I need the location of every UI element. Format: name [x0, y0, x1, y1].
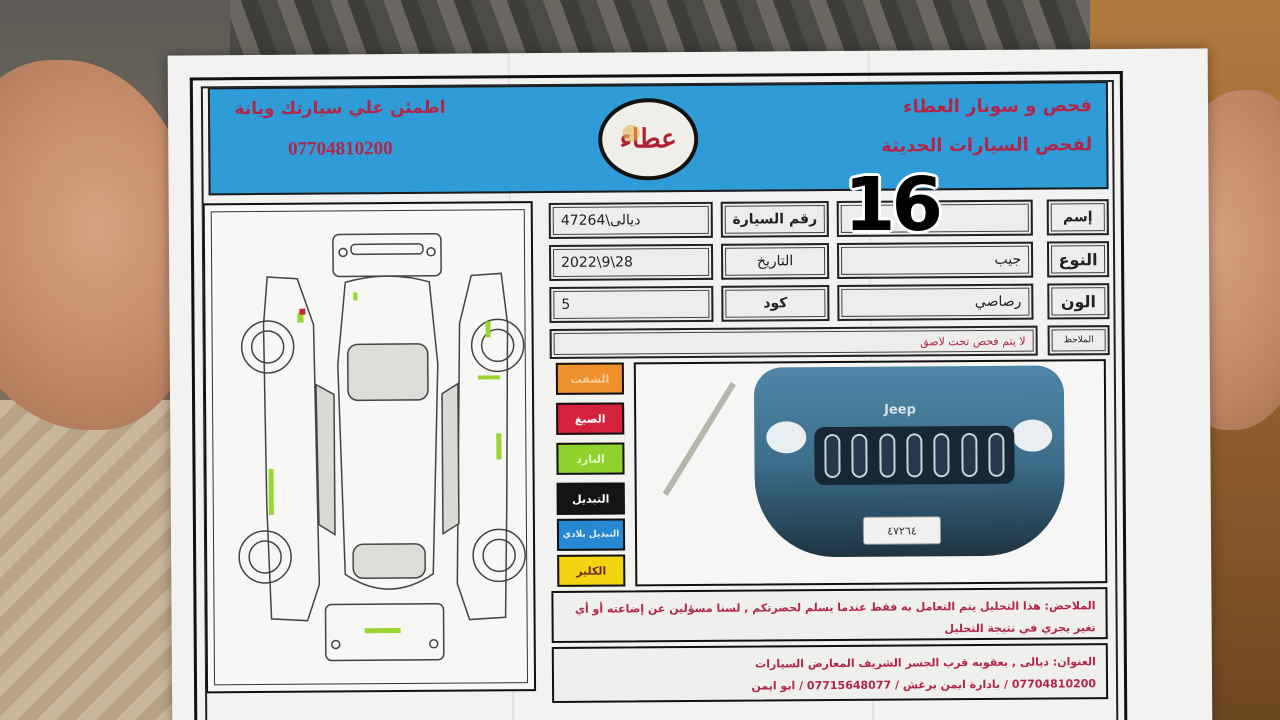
car-photo: Jeep ٤٧٢٦٤ [633, 359, 1108, 587]
brand-badge: Jeep [884, 402, 916, 418]
date-label: التاريخ [720, 243, 830, 280]
legend-item-paint: الصبغ [556, 402, 625, 435]
header-slogan: اطمئن علي سيارتك ويانة [234, 97, 446, 120]
code-field: 5 [549, 285, 714, 323]
jeep-front: Jeep ٤٧٢٦٤ [753, 365, 1066, 558]
address-box: العنوان: ديالى , بعقوبه قرب الجسر الشريف… [551, 643, 1109, 703]
sun-icon [614, 116, 649, 151]
plate-label: رقم السيارة [720, 201, 829, 238]
header-subtitle: لفحص السيارات الحديثة [881, 134, 1093, 157]
type-label: النوع [1046, 241, 1110, 278]
legend-item-putty: البارد [556, 442, 625, 475]
header-phone: 07704810200 [287, 138, 393, 160]
car-damage-diagram [202, 201, 537, 694]
company-logo: عطاء [597, 97, 699, 181]
color-field: رصاصي [837, 283, 1034, 321]
contact-line: 07704810200 / بادارة ايمن برغش / 0771564… [751, 677, 1097, 693]
background-pole [662, 382, 736, 496]
code-label: كود [721, 285, 830, 322]
overlay-number: 16 [844, 162, 943, 248]
legend-item-shift: الشفت [555, 362, 625, 395]
note-field: لا يتم فحص تحت لاصق [549, 325, 1038, 359]
header-contact: اطمئن علي سيارتك ويانة 07704810200 [220, 98, 460, 162]
header-title: فحص و سونار العطاء [903, 95, 1093, 118]
name-label: إسم [1046, 199, 1109, 236]
legend-item-clear: الكلير [557, 554, 626, 587]
plate-field: 47264\ديالى [548, 201, 713, 239]
damage-marks [268, 292, 502, 634]
report-header: اطمئن علي سيارتك ويانة 07704810200 عطاء … [207, 81, 1109, 196]
license-plate: ٤٧٢٦٤ [862, 516, 942, 545]
legend-item-replaced-local: التبديل بلادي [556, 518, 626, 551]
remarks-box: الملاحض: هذا التحليل يتم التعامل به فقط … [551, 587, 1108, 643]
grille [814, 425, 1015, 486]
color-label: الون [1047, 283, 1110, 320]
headlight-left [766, 421, 807, 454]
headlight-right [1012, 419, 1053, 452]
inspection-report-paper: اطمئن علي سيارتك ويانة 07704810200 عطاء … [167, 48, 1213, 720]
header-title-block: فحص و سونار العطاء لفحص السيارات الحديثة [832, 95, 1092, 157]
car-outline-icon [238, 233, 526, 662]
date-field: 2022\9\28 [548, 243, 714, 281]
diagram-border [210, 209, 529, 686]
legend-item-replaced: التبديل [556, 482, 625, 515]
note-label: الملاحظ [1047, 325, 1110, 356]
background-rug [0, 400, 200, 720]
